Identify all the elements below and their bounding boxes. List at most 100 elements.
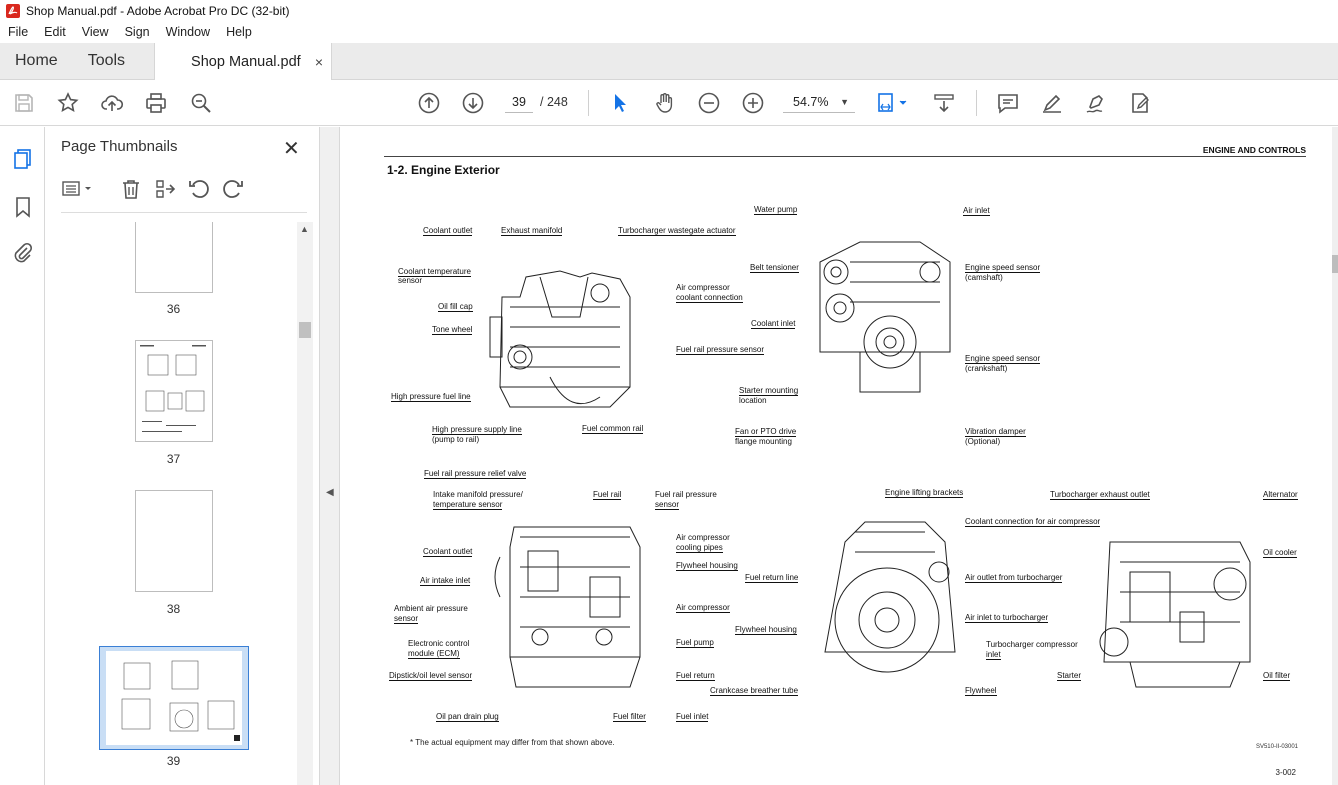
menu-bar: File Edit View Sign Window Help: [0, 22, 1338, 42]
callout-label: Fuel rail pressure: [655, 490, 717, 499]
scrollbar-thumb[interactable]: [299, 322, 311, 338]
comment-icon[interactable]: [996, 91, 1020, 115]
callout-label: Alternator: [1263, 490, 1298, 500]
page-display-icon[interactable]: [876, 91, 912, 115]
thumbnail-scrollbar[interactable]: ▲: [297, 222, 313, 785]
callout-label: Fuel rail: [593, 490, 622, 500]
select-cursor-icon[interactable]: [608, 91, 632, 115]
callout-label: Intake manifold pressure/: [433, 490, 523, 499]
zoom-level-select[interactable]: 54.7% ▼: [783, 91, 855, 113]
scrollbar-thumb[interactable]: [1332, 255, 1338, 273]
callout-label: Flywheel: [965, 686, 997, 696]
menu-view[interactable]: View: [81, 25, 109, 39]
callout-label: Oil pan drain plug: [436, 712, 499, 722]
callout-label: module (ECM): [408, 649, 460, 659]
callout-label: (Optional): [965, 437, 1001, 446]
tab-tools[interactable]: Tools: [87, 52, 126, 69]
highlight-pen-icon[interactable]: [1040, 91, 1064, 115]
callout-label: inlet: [986, 650, 1001, 660]
callout-label: Vibration damper: [965, 427, 1026, 437]
page-number-input[interactable]: 39: [505, 91, 533, 113]
bookmark-icon[interactable]: [11, 195, 35, 219]
callout-label: Starter mounting: [739, 386, 799, 396]
zoom-in-icon[interactable]: [741, 91, 765, 115]
panel-collapse-handle[interactable]: ◀: [320, 127, 340, 785]
callout-label: Coolant inlet: [751, 319, 796, 329]
callout-label: (camshaft): [965, 273, 1003, 282]
callout-label: Belt tensioner: [750, 263, 799, 273]
thumbnail-diagram: [140, 345, 206, 432]
menu-edit[interactable]: Edit: [44, 25, 66, 39]
rotate-right-icon[interactable]: [221, 177, 245, 201]
next-page-icon[interactable]: [461, 91, 485, 115]
delete-page-icon[interactable]: [119, 177, 143, 201]
options-menu-icon[interactable]: [61, 177, 97, 201]
callout-label: coolant connection: [676, 293, 743, 303]
callout-label: Crankcase breather tube: [710, 686, 799, 696]
tab-document[interactable]: Shop Manual.pdf ×: [154, 43, 333, 81]
callout-label: Air inlet: [963, 206, 990, 216]
close-panel-icon[interactable]: ✕: [283, 138, 300, 160]
print-icon[interactable]: [144, 91, 168, 115]
thumbnail-toolbar: [61, 167, 307, 213]
panel-title: Page Thumbnails: [61, 138, 178, 155]
thumbnail-list: 36 37 38: [45, 222, 300, 785]
callout-label: Flywheel housing: [676, 561, 738, 571]
extract-page-icon[interactable]: [153, 177, 177, 201]
document-tab-label: Shop Manual.pdf: [191, 54, 301, 70]
main-toolbar: 39 / 248 54.7% ▼: [0, 80, 1338, 126]
callout-label: sensor: [398, 276, 423, 285]
thumbnail-label: 37: [166, 452, 181, 466]
zoom-out-icon[interactable]: [697, 91, 721, 115]
menu-help[interactable]: Help: [226, 25, 252, 39]
scroll-up-icon[interactable]: ▲: [300, 224, 309, 234]
attachment-icon[interactable]: [11, 241, 35, 265]
collapse-left-icon[interactable]: ◀: [326, 487, 334, 498]
callout-label: Fuel pump: [676, 638, 714, 648]
callout-label: Air compressor: [676, 533, 730, 542]
thumbnail-page[interactable]: [135, 340, 213, 442]
callout-label: Ambient air pressure: [394, 604, 468, 613]
callout-label: Engine speed sensor: [965, 354, 1041, 364]
menu-file[interactable]: File: [8, 25, 29, 39]
edit-pdf-icon[interactable]: [1128, 91, 1152, 115]
callout-label: Fan or PTO drive: [735, 427, 797, 437]
section-title: 1-2. Engine Exterior: [387, 163, 500, 177]
callout-label: Fuel inlet: [676, 712, 709, 722]
menu-window[interactable]: Window: [165, 25, 211, 39]
chevron-down-icon: ▼: [840, 97, 849, 107]
callout-label: Engine lifting brackets: [885, 488, 964, 498]
callout-label: Oil filter: [1263, 671, 1291, 681]
sign-pen-icon[interactable]: [1084, 91, 1108, 115]
callout-label: Coolant temperature: [398, 267, 471, 277]
zoom-value: 54.7%: [793, 95, 829, 109]
selected-thumbnail[interactable]: [99, 646, 249, 750]
callout-label: Fuel rail pressure sensor: [676, 345, 765, 355]
callout-label: Fuel filter: [613, 712, 646, 722]
thumbnail-label: 38: [166, 602, 181, 616]
save-icon[interactable]: [12, 91, 36, 115]
scroll-mode-icon[interactable]: [932, 91, 956, 115]
tab-home[interactable]: Home: [15, 52, 58, 69]
hand-tool-icon[interactable]: [653, 91, 677, 115]
header-rule: [384, 156, 1306, 157]
menu-sign[interactable]: Sign: [124, 25, 150, 39]
callout-label: Oil cooler: [1263, 548, 1297, 558]
page-thumbnails-icon[interactable]: [11, 147, 35, 171]
thumbnail-label: 39: [166, 754, 181, 768]
page-thumbnails-panel: Page Thumbnails ✕ 36: [45, 127, 320, 785]
thumbnail-page[interactable]: [135, 222, 213, 293]
rotate-left-icon[interactable]: [187, 177, 211, 201]
toolbar-divider: [588, 90, 589, 116]
tab-bar: Home Tools Shop Manual.pdf ×: [0, 43, 1338, 81]
close-tab-icon[interactable]: ×: [314, 54, 324, 70]
document-scrollbar[interactable]: [1332, 127, 1338, 785]
search-zoom-icon[interactable]: [189, 91, 213, 115]
previous-page-icon[interactable]: [417, 91, 441, 115]
callout-label: Dipstick/oil level sensor: [389, 671, 473, 681]
engine-side-diagram: [489, 270, 631, 408]
engine-front-diagram: [819, 241, 951, 393]
upload-cloud-icon[interactable]: [100, 91, 124, 115]
thumbnail-page[interactable]: [135, 490, 213, 592]
bookmark-star-icon[interactable]: [56, 91, 80, 115]
